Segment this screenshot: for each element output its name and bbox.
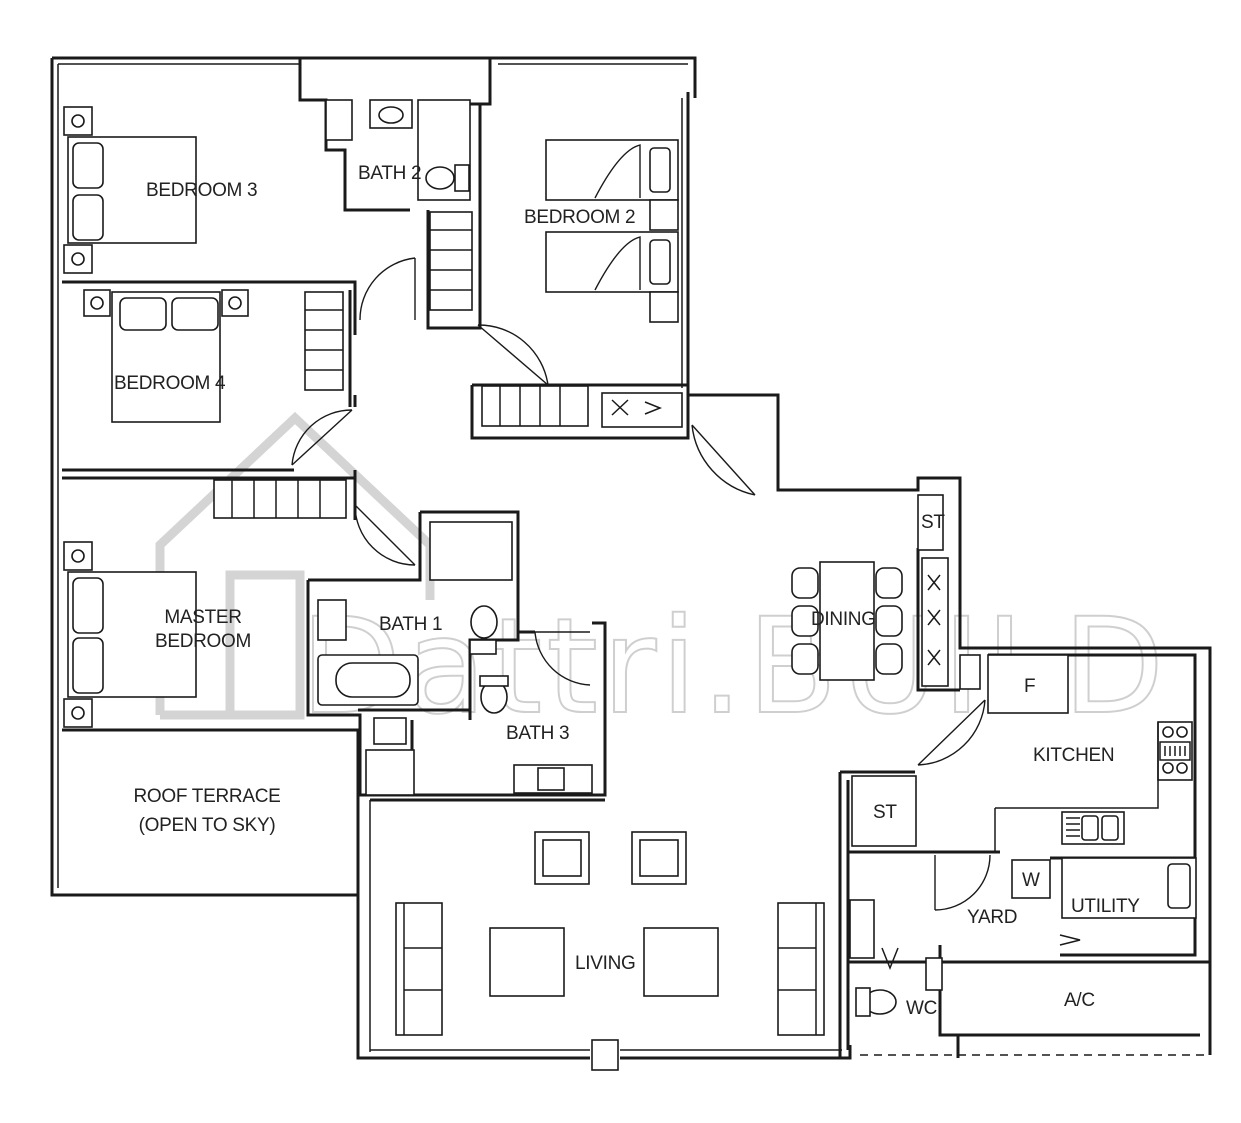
label-bedroom4: BEDROOM 4 bbox=[114, 373, 226, 394]
coffee-table-left bbox=[489, 927, 565, 997]
pillow-icon bbox=[72, 577, 104, 634]
label-washer: W bbox=[1022, 870, 1040, 891]
coffee-table-right bbox=[643, 927, 719, 997]
door-kitchen bbox=[917, 699, 986, 766]
wardrobe-bedroom4 bbox=[304, 291, 344, 391]
chair-icon bbox=[875, 605, 903, 637]
wardrobe-bedroom3 bbox=[429, 211, 473, 311]
pillow-icon bbox=[649, 147, 671, 193]
wardrobe-bedroom2 bbox=[481, 385, 589, 427]
beds bbox=[67, 136, 679, 698]
room-labels: BEDROOM 3 BATH 2 BEDROOM 2 BEDROOM 4 MAS… bbox=[114, 163, 1141, 1019]
door-bedroom3 bbox=[359, 257, 416, 321]
lamp-icon bbox=[71, 252, 85, 266]
dining-set bbox=[791, 494, 981, 690]
store-st-lower bbox=[851, 775, 917, 847]
pillow-icon bbox=[72, 194, 104, 241]
washer-box bbox=[1011, 859, 1051, 899]
shower-icon bbox=[325, 99, 353, 141]
lamp-icon bbox=[71, 114, 85, 128]
dining-table bbox=[819, 561, 875, 681]
door-bedroom4 bbox=[291, 409, 353, 466]
pillow-icon bbox=[72, 142, 104, 189]
chair-icon bbox=[875, 567, 903, 599]
label-bath2: BATH 2 bbox=[358, 163, 421, 184]
label-bedroom3: BEDROOM 3 bbox=[146, 180, 257, 201]
label-fridge: F bbox=[1024, 676, 1035, 697]
window-lines bbox=[308, 57, 1205, 1056]
pillow-icon bbox=[171, 297, 219, 331]
toilet-icon bbox=[425, 166, 455, 190]
label-master-line1: MASTER bbox=[164, 607, 241, 628]
label-ac: A/C bbox=[1064, 990, 1095, 1011]
lamp-icon bbox=[228, 296, 242, 310]
door-master bbox=[354, 504, 416, 566]
chair-icon bbox=[791, 643, 819, 675]
label-living: LIVING bbox=[575, 953, 636, 974]
shower-icon bbox=[849, 899, 875, 959]
sofa-right bbox=[777, 902, 825, 1036]
fridge-box bbox=[987, 654, 1069, 714]
lamp-icon bbox=[71, 706, 85, 720]
door-main bbox=[691, 424, 756, 496]
door-yard bbox=[934, 854, 991, 911]
label-roof-line1: ROOF TERRACE bbox=[133, 786, 280, 807]
wardrobe-master bbox=[213, 479, 347, 519]
label-bath1: BATH 1 bbox=[379, 614, 442, 635]
sofa-left bbox=[395, 902, 443, 1036]
label-wc: WC bbox=[906, 998, 937, 1019]
bedside-tables bbox=[63, 106, 249, 728]
bath-fixtures bbox=[317, 99, 943, 1017]
kitchen-fixtures bbox=[851, 654, 1197, 971]
chair-icon bbox=[791, 567, 819, 599]
doors bbox=[291, 257, 1161, 916]
door-bath3 bbox=[534, 631, 591, 686]
label-dining: DINING bbox=[811, 609, 876, 630]
living-furniture bbox=[395, 831, 825, 1071]
store-st bbox=[917, 494, 944, 551]
chair-icon bbox=[791, 605, 819, 637]
console-cabinet bbox=[921, 557, 949, 687]
door-bedroom2 bbox=[477, 324, 549, 386]
shower-icon bbox=[373, 717, 407, 745]
label-utility: UTILITY bbox=[1071, 896, 1140, 917]
label-st-lower: ST bbox=[873, 802, 897, 823]
lamp-icon bbox=[90, 296, 104, 310]
label-bedroom2: BEDROOM 2 bbox=[524, 207, 635, 228]
label-kitchen: KITCHEN bbox=[1033, 745, 1114, 766]
lamp-icon bbox=[71, 549, 85, 563]
label-roof-line2: (OPEN TO SKY) bbox=[139, 815, 276, 836]
pillow-icon bbox=[72, 637, 104, 694]
pillow-icon bbox=[649, 239, 671, 285]
chair-icon bbox=[875, 643, 903, 675]
toilet-icon bbox=[470, 605, 498, 639]
label-yard: YARD bbox=[967, 907, 1017, 928]
label-st-upper: ST bbox=[921, 512, 945, 533]
column-icon bbox=[591, 1039, 619, 1071]
wardrobes bbox=[213, 211, 683, 519]
shoe-cabinet bbox=[601, 392, 683, 428]
label-bath3: BATH 3 bbox=[506, 723, 569, 744]
sink-icon bbox=[317, 599, 347, 641]
label-master-line2: BEDROOM bbox=[155, 631, 251, 652]
pillow-icon bbox=[119, 297, 167, 331]
